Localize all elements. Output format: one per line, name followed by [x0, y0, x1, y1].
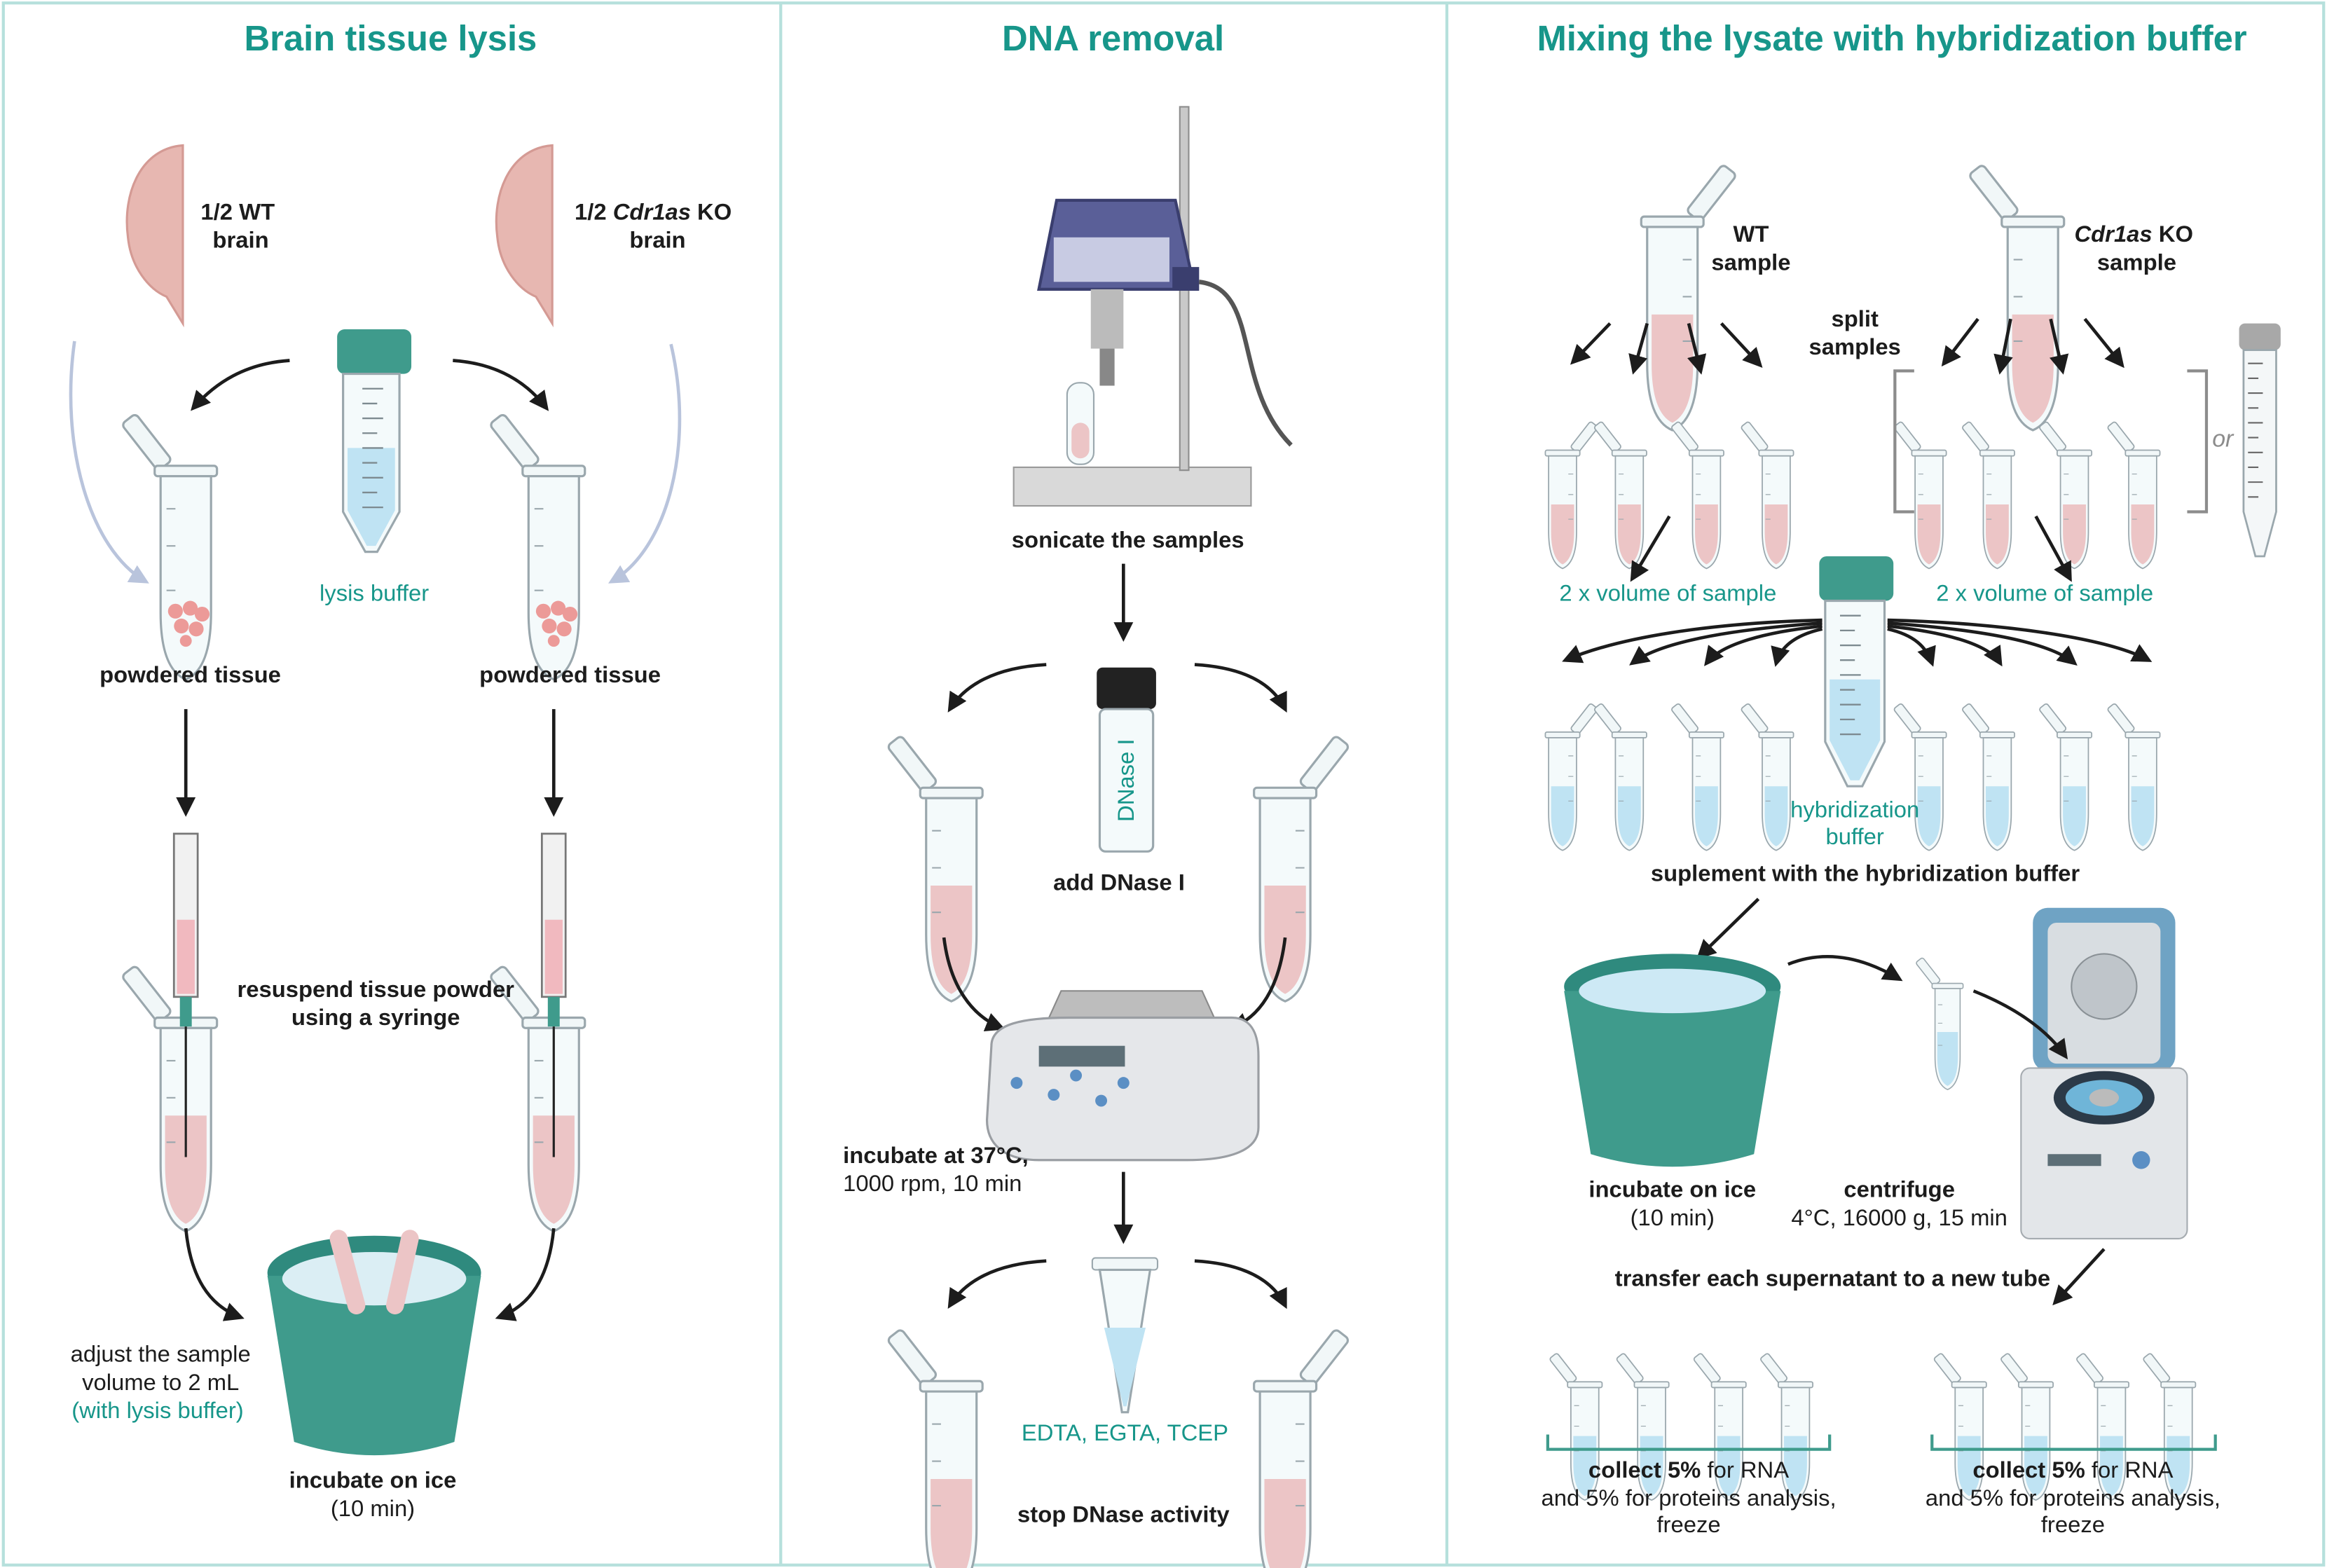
arrow	[947, 1259, 1047, 1309]
arrow	[191, 359, 290, 411]
thermomixer-icon	[985, 990, 1260, 1162]
arrow	[1787, 954, 1903, 982]
ko-brain-label: brain	[629, 227, 685, 253]
hybridization-buffer-label: hybridization	[1790, 797, 1919, 823]
collect-label: collect 5% for RNA	[1588, 1457, 1789, 1483]
arrow	[1194, 663, 1287, 713]
arrow	[1630, 515, 1671, 582]
brain-icon	[125, 144, 554, 328]
incubate-label: incubate on ice	[1588, 1176, 1756, 1202]
ice-bucket-icon	[267, 1230, 481, 1456]
arrow	[2034, 515, 2072, 582]
powdered-tissue-label: powdered tissue	[99, 661, 281, 687]
panel-mixing: Mixing the lysate with hybridization buf…	[1537, 18, 2281, 1537]
reagent-tube-icon	[1091, 1257, 1159, 1414]
centrifuge-detail-label: 4°C, 16000 g, 15 min	[1791, 1204, 2007, 1230]
panel-title: Mixing the lysate with hybridization buf…	[1537, 18, 2247, 58]
sonicator-icon	[1013, 106, 1293, 507]
wt-brain-label: 1/2 WT	[200, 198, 275, 224]
ko-sample-label: Cdr1as KO	[2074, 221, 2193, 247]
wt-sample-label: WT	[1733, 221, 1769, 247]
collect-label: freeze	[1656, 1511, 1720, 1537]
incubate-time-label: (10 min)	[331, 1495, 415, 1521]
bracket	[1893, 369, 2209, 514]
dnase-tube-label: DNase I	[1113, 738, 1139, 821]
buffer-distribution-arrows	[1562, 618, 2153, 667]
arrow	[184, 1227, 245, 1321]
powdered-tissue-label: powdered tissue	[479, 661, 661, 687]
arrow	[947, 663, 1047, 713]
wt-sample-label: sample	[1711, 249, 1790, 275]
incubate-label: incubate at 37°C,	[843, 1142, 1029, 1168]
sonicate-label: sonicate the samples	[1012, 526, 1244, 552]
split-samples-label: samples	[1809, 333, 1901, 359]
tissue-powder-icon	[167, 600, 578, 647]
centrifuge-icon	[2020, 907, 2188, 1240]
adjust-volume-label: volume to 2 mL	[82, 1369, 239, 1395]
centrifuge-label: centrifuge	[1844, 1176, 1955, 1202]
incubate-time-label: (10 min)	[1631, 1204, 1715, 1230]
arrow	[942, 937, 1005, 1031]
collect-label: and 5% for proteins analysis,	[1541, 1485, 1836, 1511]
lysis-buffer-label: lysis buffer	[320, 580, 429, 606]
wt-brain-label: brain	[212, 227, 268, 253]
group-bracket	[1546, 1434, 2217, 1451]
ko-brain-label: 1/2 Cdr1as KO	[575, 198, 732, 224]
volume-label: 2 x volume of sample	[1559, 580, 1776, 606]
collect-label: collect 5% for RNA	[1972, 1457, 2173, 1483]
arrow	[1194, 1259, 1287, 1309]
hybridization-buffer-falcon-tube	[1819, 556, 1894, 788]
alternative-falcon-tube-icon	[2239, 323, 2281, 558]
ice-bucket-icon	[1564, 954, 1781, 1167]
transfer-label: transfer each supernatant to a new tube	[1615, 1265, 2050, 1291]
or-label: or	[2212, 425, 2235, 452]
ko-sample-label: sample	[2097, 249, 2176, 275]
resuspend-label: using a syringe	[291, 1004, 460, 1030]
arrow	[2052, 1248, 2106, 1306]
curved-arrow	[608, 343, 682, 584]
arrow	[1696, 898, 1760, 960]
arrow	[453, 359, 549, 411]
stop-dnase-label: stop DNase activity	[1017, 1501, 1230, 1527]
arrow	[495, 1227, 556, 1321]
hybridization-buffer-label: buffer	[1826, 823, 1884, 849]
panel-dna-removal: DNA removal sonicate the samples DNase I…	[843, 18, 1351, 1568]
incubate-label: incubate on ice	[289, 1467, 457, 1493]
collect-label: freeze	[2041, 1511, 2105, 1537]
curved-arrow	[69, 341, 149, 584]
panel-brain-tissue-lysis: Brain tissue lysis 1/2 WT brain 1/2 Cdr1…	[69, 18, 732, 1521]
supplement-label: suplement with the hybridization buffer	[1651, 860, 2080, 886]
reagents-label: EDTA, EGTA, TCEP	[1022, 1419, 1228, 1445]
collect-label: and 5% for proteins analysis,	[1926, 1485, 2220, 1511]
lysis-buffer-falcon-tube	[337, 329, 412, 553]
resuspend-label: resuspend tissue powder	[237, 976, 514, 1002]
split-samples-label: split	[1831, 305, 1878, 331]
panel-title: DNA removal	[1002, 18, 1224, 58]
incubate-detail-label: 1000 rpm, 10 min	[843, 1170, 1022, 1196]
adjust-volume-label: (with lysis buffer)	[71, 1397, 243, 1423]
add-dnase-label: add DNase I	[1053, 869, 1185, 895]
panel-title: Brain tissue lysis	[244, 18, 537, 58]
adjust-volume-label: adjust the sample	[71, 1341, 251, 1367]
volume-label: 2 x volume of sample	[1936, 580, 2153, 606]
arrow	[1972, 989, 2068, 1060]
dnase-tube-icon: DNase I	[1097, 667, 1156, 853]
split-arrows	[1570, 317, 2124, 375]
syringe-icon	[172, 832, 567, 1157]
